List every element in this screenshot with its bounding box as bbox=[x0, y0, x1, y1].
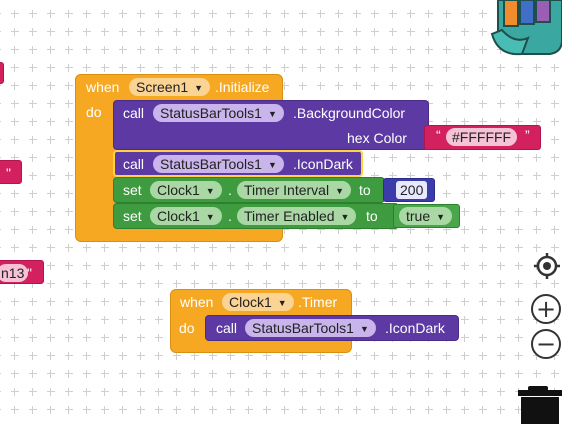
to-label: to bbox=[366, 208, 378, 224]
dropdown-arrow-icon: ▼ bbox=[436, 212, 446, 222]
call-label: call bbox=[123, 156, 145, 172]
timer-interval-value[interactable]: 200 bbox=[396, 181, 428, 199]
timer-interval-property-dropdown[interactable]: Timer Interval ▼ bbox=[237, 181, 351, 199]
clock1-component-dropdown[interactable]: Clock1 ▼ bbox=[150, 181, 222, 199]
target-icon[interactable] bbox=[533, 252, 561, 280]
offscreen-text-value[interactable]: n13 bbox=[0, 264, 29, 282]
set-label: set bbox=[123, 208, 142, 224]
call-label: call bbox=[216, 320, 238, 336]
quote-close: " bbox=[27, 265, 32, 281]
set-label: set bbox=[123, 182, 142, 198]
event-name: .Initialize bbox=[215, 79, 270, 95]
statusbartools-component-dropdown[interactable]: StatusBarTools1 ▼ bbox=[153, 104, 284, 122]
event-name: .Timer bbox=[298, 294, 338, 310]
when-label: when bbox=[86, 79, 120, 95]
clock1-component-dropdown[interactable]: Clock1 ▼ bbox=[222, 293, 294, 311]
dropdown-arrow-icon: ▼ bbox=[277, 298, 287, 308]
zoom-in-button[interactable]: + bbox=[531, 294, 561, 324]
timer-enabled-value-dropdown[interactable]: true ▼ bbox=[399, 207, 453, 225]
to-label: to bbox=[359, 182, 371, 198]
component-name: Clock1 bbox=[229, 294, 272, 310]
property-name: Timer Enabled bbox=[244, 208, 335, 224]
component-name: Clock1 bbox=[157, 182, 200, 198]
offscreen-block-fragment-1[interactable] bbox=[0, 62, 4, 84]
backpack-mascot-icon[interactable] bbox=[488, 0, 562, 60]
component-name: Screen1 bbox=[136, 79, 189, 95]
dot-separator: . bbox=[228, 208, 232, 224]
do-label: do bbox=[179, 320, 195, 336]
when-label: when bbox=[180, 294, 214, 310]
property-name: Timer Interval bbox=[244, 182, 330, 198]
quote-open: “ bbox=[436, 127, 441, 143]
component-name: StatusBarTools1 bbox=[160, 105, 262, 121]
call-label: call bbox=[123, 105, 145, 121]
hex-color-value[interactable]: #FFFFFF bbox=[446, 128, 518, 146]
offscreen-text-block-2[interactable]: n13 " bbox=[0, 260, 44, 284]
boolean-value: true bbox=[406, 208, 431, 224]
dropdown-arrow-icon: ▼ bbox=[335, 186, 344, 196]
plus-icon: + bbox=[535, 295, 557, 323]
statusbartools-component-dropdown[interactable]: StatusBarTools1 ▼ bbox=[153, 155, 284, 173]
dropdown-arrow-icon: ▼ bbox=[267, 109, 277, 119]
quote-close: " bbox=[6, 165, 11, 181]
dropdown-arrow-icon: ▼ bbox=[194, 83, 204, 93]
do-label: do bbox=[86, 104, 102, 120]
component-name: Clock1 bbox=[157, 208, 200, 224]
dot-separator: . bbox=[228, 182, 232, 198]
method-name: .IconDark bbox=[385, 320, 445, 336]
param-label: hex Color bbox=[347, 130, 407, 146]
dropdown-arrow-icon: ▼ bbox=[205, 186, 215, 196]
dropdown-arrow-icon: ▼ bbox=[359, 324, 369, 334]
method-name: .IconDark bbox=[293, 156, 353, 172]
offscreen-text-block-1[interactable]: " bbox=[0, 160, 22, 184]
dropdown-arrow-icon: ▼ bbox=[340, 212, 350, 222]
trash-icon[interactable] bbox=[516, 384, 562, 424]
screen1-component-dropdown[interactable]: Screen1 ▼ bbox=[129, 78, 211, 96]
dropdown-arrow-icon: ▼ bbox=[267, 160, 277, 170]
method-name: .BackgroundColor bbox=[293, 105, 406, 121]
clock1-component-dropdown[interactable]: Clock1 ▼ bbox=[150, 207, 222, 225]
minus-icon: − bbox=[535, 330, 557, 358]
zoom-out-button[interactable]: − bbox=[531, 329, 561, 359]
quote-close: ” bbox=[525, 127, 530, 143]
dropdown-arrow-icon: ▼ bbox=[205, 212, 215, 222]
component-name: StatusBarTools1 bbox=[252, 320, 354, 336]
timer-enabled-property-dropdown[interactable]: Timer Enabled ▼ bbox=[237, 207, 357, 225]
statusbartools-component-dropdown[interactable]: StatusBarTools1 ▼ bbox=[245, 319, 376, 337]
component-name: StatusBarTools1 bbox=[160, 156, 262, 172]
